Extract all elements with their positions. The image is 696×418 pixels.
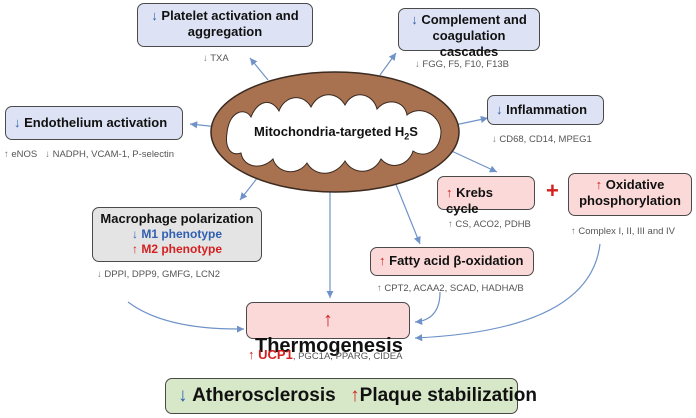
- arrow-to-complement: [379, 52, 397, 76]
- platelet-markers: ↓ TXA: [203, 53, 229, 64]
- fatty-box: ↑ Fatty acid β-oxidation: [370, 247, 534, 276]
- mitochondria-ellipse: [210, 71, 460, 193]
- inflammation-markers: ↓ CD68, CD14, MPEG1: [492, 134, 592, 145]
- arrow-fatty-to-thermo: [414, 291, 441, 326]
- m1-phenotype: M1 phenotype: [141, 227, 222, 241]
- m2-phenotype: M2 phenotype: [141, 242, 222, 256]
- plaque-label: Plaque stabilization: [359, 385, 538, 406]
- inflammation-box: ↓ Inflammation: [487, 95, 604, 125]
- complement-markers: ↓ FGG, F5, F10, F13B: [415, 59, 509, 70]
- center-label: Mitochondria-targeted H2S: [254, 124, 418, 142]
- oxphos-box: ↑ Oxidative phosphorylation: [568, 173, 692, 216]
- arrow-oxphos-to-thermo: [414, 243, 601, 342]
- atherosclerosis-label: Atherosclerosis: [192, 385, 336, 406]
- krebs-markers: ↑ CS, ACO2, PDHB: [448, 219, 531, 230]
- fatty-title: Fatty acid β-oxidation: [389, 253, 524, 268]
- arrow-to-inflammation: [454, 115, 489, 126]
- oxphos-markers: ↑ Complex I, II, III and IV: [571, 226, 676, 237]
- outcome-box: ↓ Atherosclerosis ↑Plaque stabilization: [165, 378, 537, 414]
- platelet-title: Platelet activation and aggregation: [161, 8, 299, 39]
- thermogenesis-box: ↑ Thermogenesis: [246, 302, 410, 357]
- thermogenesis-title: Thermogenesis: [255, 335, 403, 357]
- complement-box: ↓ Complement and coagulation cascades: [398, 8, 540, 59]
- platelet-box: ↓ Platelet activation and aggregation: [137, 3, 313, 47]
- krebs-box: ↑ Krebs cycle: [437, 176, 535, 216]
- arrow-to-krebs: [444, 147, 498, 173]
- endothelium-box: ↓ Endothelium activation: [5, 106, 183, 140]
- krebs-title: Krebs cycle: [446, 185, 493, 216]
- macrophage-title: Macrophage polarization: [100, 211, 254, 226]
- arrow-to-fatty: [394, 181, 421, 245]
- endothelium-title: Endothelium activation: [24, 115, 168, 130]
- fatty-markers: ↑ CPT2, ACAA2, SCAD, HADHA/B: [377, 283, 524, 294]
- ucp1-label: UCP1: [258, 347, 293, 362]
- macrophage-box: Macrophage polarization ↓ M1 phenotype ↑…: [92, 207, 262, 262]
- plus-sign: +: [546, 178, 559, 203]
- arrow-macrophage-to-thermo: [127, 301, 245, 333]
- oxphos-title: Oxidative phosphorylation: [579, 177, 681, 208]
- macrophage-markers: ↓ DPPI, DPP9, GMFG, LCN2: [97, 269, 221, 280]
- complement-title: Complement and coagulation cascades: [421, 12, 527, 59]
- endothelium-markers: ↑ eNOS ↓ NADPH, VCAM-1, P-selectin: [4, 149, 174, 160]
- inflammation-title: Inflammation: [506, 102, 588, 117]
- thermogenesis-markers: ↑ UCP1, PGC1A, PPARG, CIDEA: [248, 347, 403, 362]
- arrow-to-platelet: [249, 57, 269, 81]
